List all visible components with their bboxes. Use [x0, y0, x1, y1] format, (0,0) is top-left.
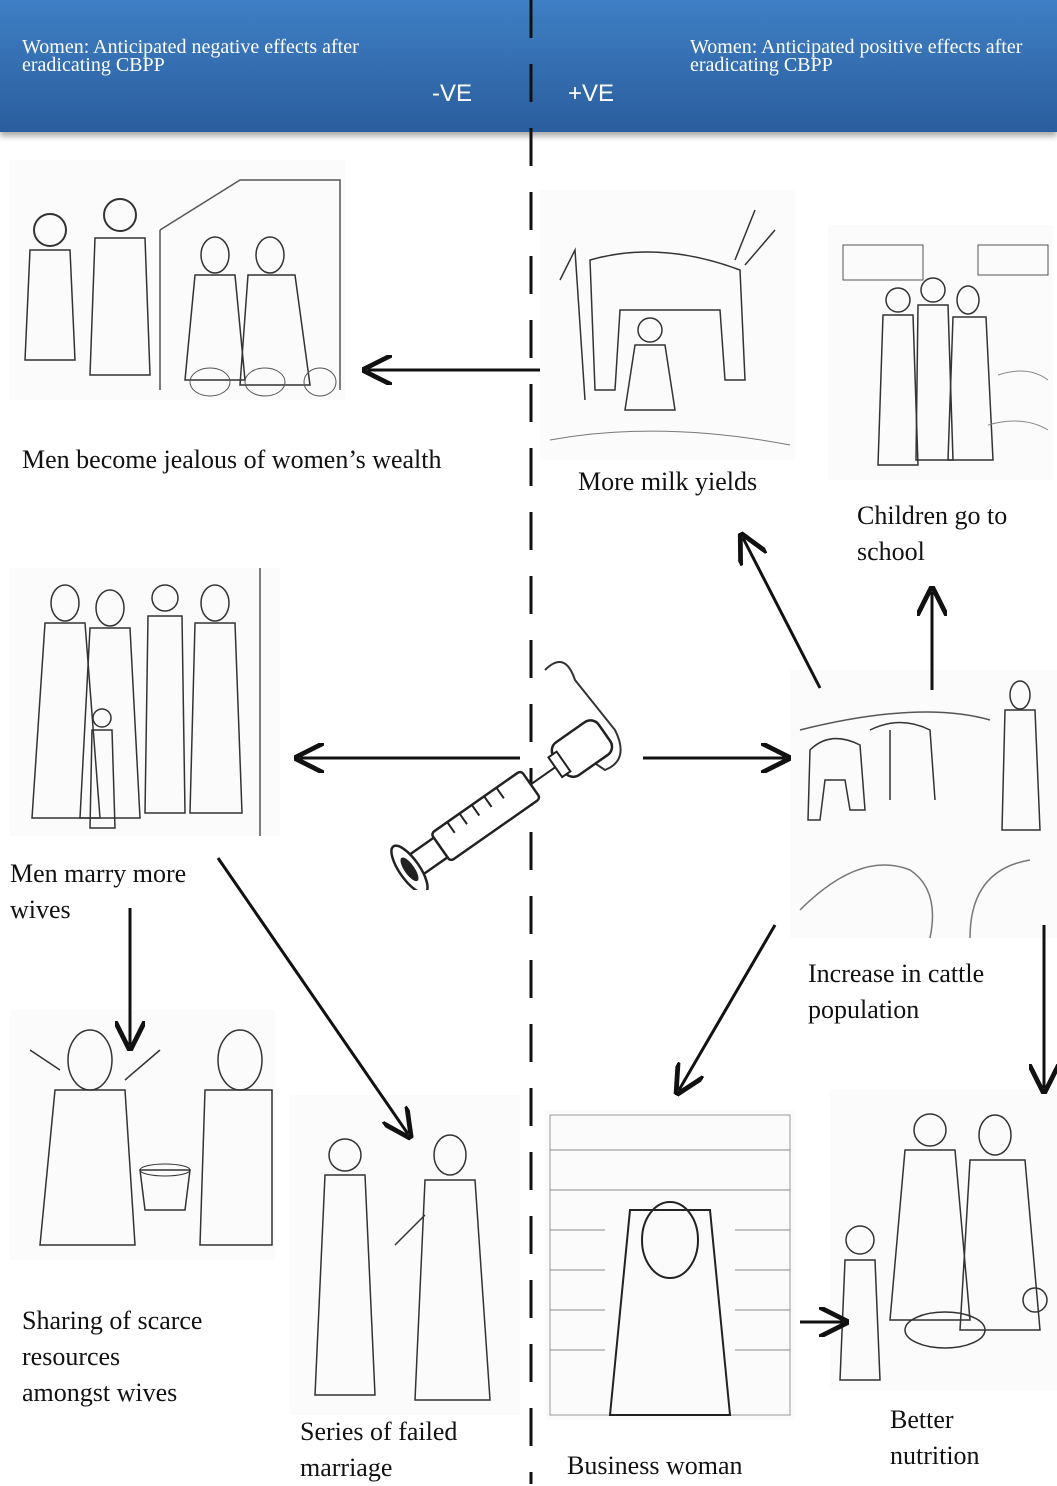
market-stall-illustration: [10, 160, 345, 400]
label-jealous: Men become jealous of women’s wealth: [22, 445, 442, 474]
label-sharing: Sharing of scarce resources amongst wive…: [22, 1306, 203, 1407]
school-illustration: [828, 225, 1053, 480]
sharing-illustration: [10, 1010, 275, 1260]
label-failed: Series of failed marriage: [300, 1417, 458, 1482]
syringe-icon: [365, 650, 650, 895]
label-milk: More milk yields: [578, 467, 758, 496]
label-cattle: Increase in cattle population: [808, 959, 985, 1024]
cattle-illustration: [790, 670, 1057, 939]
negative-effects-title: Women: Anticipated negative effects afte…: [22, 36, 359, 76]
negative-sign: -VE: [432, 80, 473, 107]
label-school: Children go to school: [857, 501, 1008, 566]
label-marry: Men marry more wives: [10, 859, 187, 924]
wives-illustration: [10, 568, 280, 836]
arrow-cattle-to-milk: [743, 538, 822, 689]
business-woman-illustration: [545, 1110, 795, 1420]
nutrition-illustration: [830, 1090, 1057, 1390]
label-nutrition: Better nutrition: [890, 1405, 980, 1470]
arrow-cattle-to-business: [679, 924, 777, 1090]
positive-sign: +VE: [568, 80, 615, 107]
label-business: Business woman: [567, 1451, 743, 1480]
positive-effects-title: Women: Anticipated positive effects afte…: [690, 36, 1023, 76]
failed-marriage-illustration: [290, 1095, 520, 1415]
milking-cow-illustration: [540, 190, 795, 460]
arrow-marry-to-failed: [216, 857, 408, 1134]
header-bar: Women: Anticipated negative effects afte…: [0, 0, 1057, 132]
